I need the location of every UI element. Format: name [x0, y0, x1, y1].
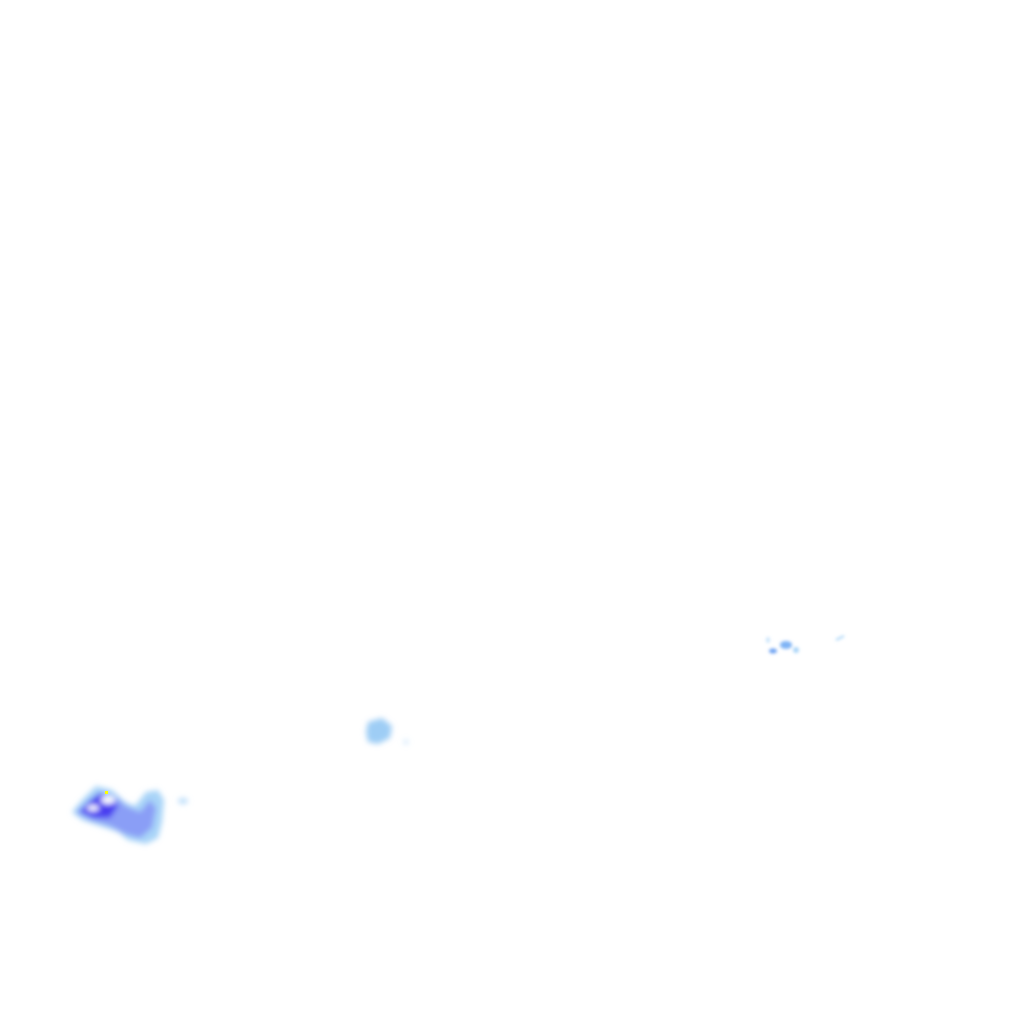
precip-cell-central	[366, 718, 408, 744]
precip-cell-east	[766, 635, 845, 654]
precip-peak	[105, 791, 108, 794]
precip-cell-southwest	[72, 786, 188, 844]
